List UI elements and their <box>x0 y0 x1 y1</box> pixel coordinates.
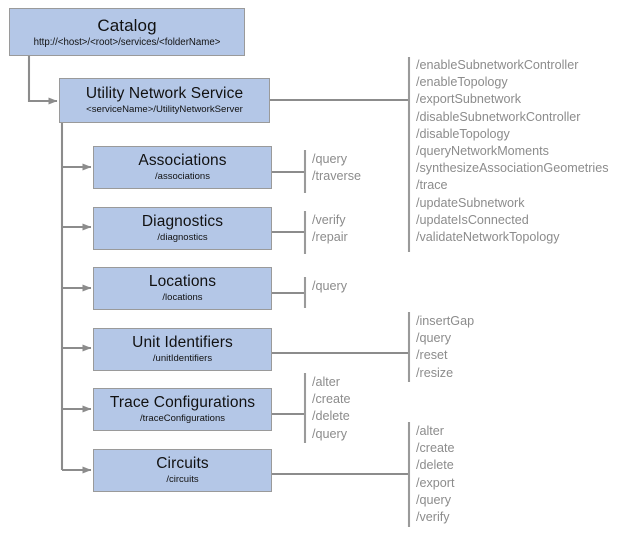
node-circuits-path: /circuits <box>166 474 199 485</box>
operation-item[interactable]: /query <box>312 152 348 166</box>
node-catalog-title: Catalog <box>97 15 157 35</box>
operation-item[interactable]: /verify <box>312 213 346 227</box>
node-utility-network-service-path: <serviceName>/UtilityNetworkServer <box>86 104 243 115</box>
node-locations[interactable]: Locations /locations <box>93 267 272 310</box>
operation-item[interactable]: /trace <box>416 178 448 193</box>
node-utility-network-service-title: Utility Network Service <box>85 85 244 102</box>
node-diagnostics[interactable]: Diagnostics /diagnostics <box>93 207 272 250</box>
wire-catalog-to-uns <box>27 56 58 105</box>
operation-item[interactable]: /create <box>312 392 351 407</box>
operation-item[interactable]: /validateNetworkTopology <box>416 230 560 245</box>
node-circuits-title: Circuits <box>156 455 209 472</box>
operation-item[interactable]: /enableTopology <box>416 75 508 90</box>
operation-item[interactable]: /delete <box>416 458 454 473</box>
operation-item[interactable]: /updateSubnetwork <box>416 195 525 210</box>
operation-item[interactable]: /synthesizeAssociationGeometries <box>416 161 609 176</box>
operation-item[interactable]: /query <box>312 426 348 441</box>
operation-item[interactable]: /exportSubnetwork <box>416 92 522 107</box>
node-utility-network-service[interactable]: Utility Network Service <serviceName>/Ut… <box>59 78 270 123</box>
node-associations-title: Associations <box>138 152 227 169</box>
operation-item[interactable]: /query <box>416 331 452 346</box>
operations-utility-network-service: /enableSubnetworkController/enableTopolo… <box>416 57 609 246</box>
node-locations-path: /locations <box>162 292 203 303</box>
operation-item[interactable]: /insertGap <box>416 314 475 328</box>
node-trace-configurations-path: /traceConfigurations <box>139 413 226 424</box>
operations-circuits: /alter/create/delete/export/query/verify <box>416 423 455 526</box>
operation-item[interactable]: /delete <box>312 409 350 424</box>
operation-item[interactable]: /resize <box>416 365 454 380</box>
operation-item[interactable]: /queryNetworkMoments <box>416 144 549 159</box>
operations-trace-configurations: /alter/create/delete/query <box>312 374 351 443</box>
node-diagnostics-title: Diagnostics <box>141 213 224 230</box>
operation-item[interactable]: /disableTopology <box>416 126 510 141</box>
node-associations-path: /associations <box>155 171 210 182</box>
operations-unit-identifiers: /insertGap/query/reset/resize <box>416 313 474 382</box>
operations-diagnostics: /verify/repair <box>312 212 348 246</box>
node-diagnostics-path: /diagnostics <box>157 232 208 243</box>
operation-item[interactable]: /query <box>416 492 452 507</box>
node-unit-identifiers[interactable]: Unit Identifiers /unitIdentifiers <box>93 328 272 371</box>
operation-item[interactable]: /query <box>312 279 348 293</box>
operation-item[interactable]: /reset <box>416 348 448 363</box>
operation-item[interactable]: /enableSubnetworkController <box>416 58 579 72</box>
operation-item[interactable]: /updateIsConnected <box>416 212 529 227</box>
node-unit-identifiers-path: /unitIdentifiers <box>152 353 213 364</box>
node-circuits[interactable]: Circuits /circuits <box>93 449 272 492</box>
node-trace-configurations-title: Trace Configurations <box>109 394 256 411</box>
node-locations-title: Locations <box>148 273 217 290</box>
operation-item[interactable]: /create <box>416 441 455 456</box>
operation-item[interactable]: /alter <box>416 424 444 438</box>
operations-locations: /query <box>312 278 347 295</box>
operation-item[interactable]: /export <box>416 475 455 490</box>
node-catalog[interactable]: Catalog http://<host>/<root>/services/<f… <box>9 8 245 56</box>
operation-item[interactable]: /traverse <box>312 169 361 184</box>
operation-item[interactable]: /verify <box>416 510 450 525</box>
node-unit-identifiers-title: Unit Identifiers <box>132 334 233 351</box>
node-trace-configurations[interactable]: Trace Configurations /traceConfiguration… <box>93 388 272 431</box>
operations-associations: /query/traverse <box>312 151 361 185</box>
operation-item[interactable]: /disableSubnetworkController <box>416 109 581 124</box>
node-catalog-path: http://<host>/<root>/services/<folderNam… <box>33 36 221 48</box>
operation-item[interactable]: /repair <box>312 230 348 245</box>
node-associations[interactable]: Associations /associations <box>93 146 272 189</box>
operation-item[interactable]: /alter <box>312 375 340 389</box>
